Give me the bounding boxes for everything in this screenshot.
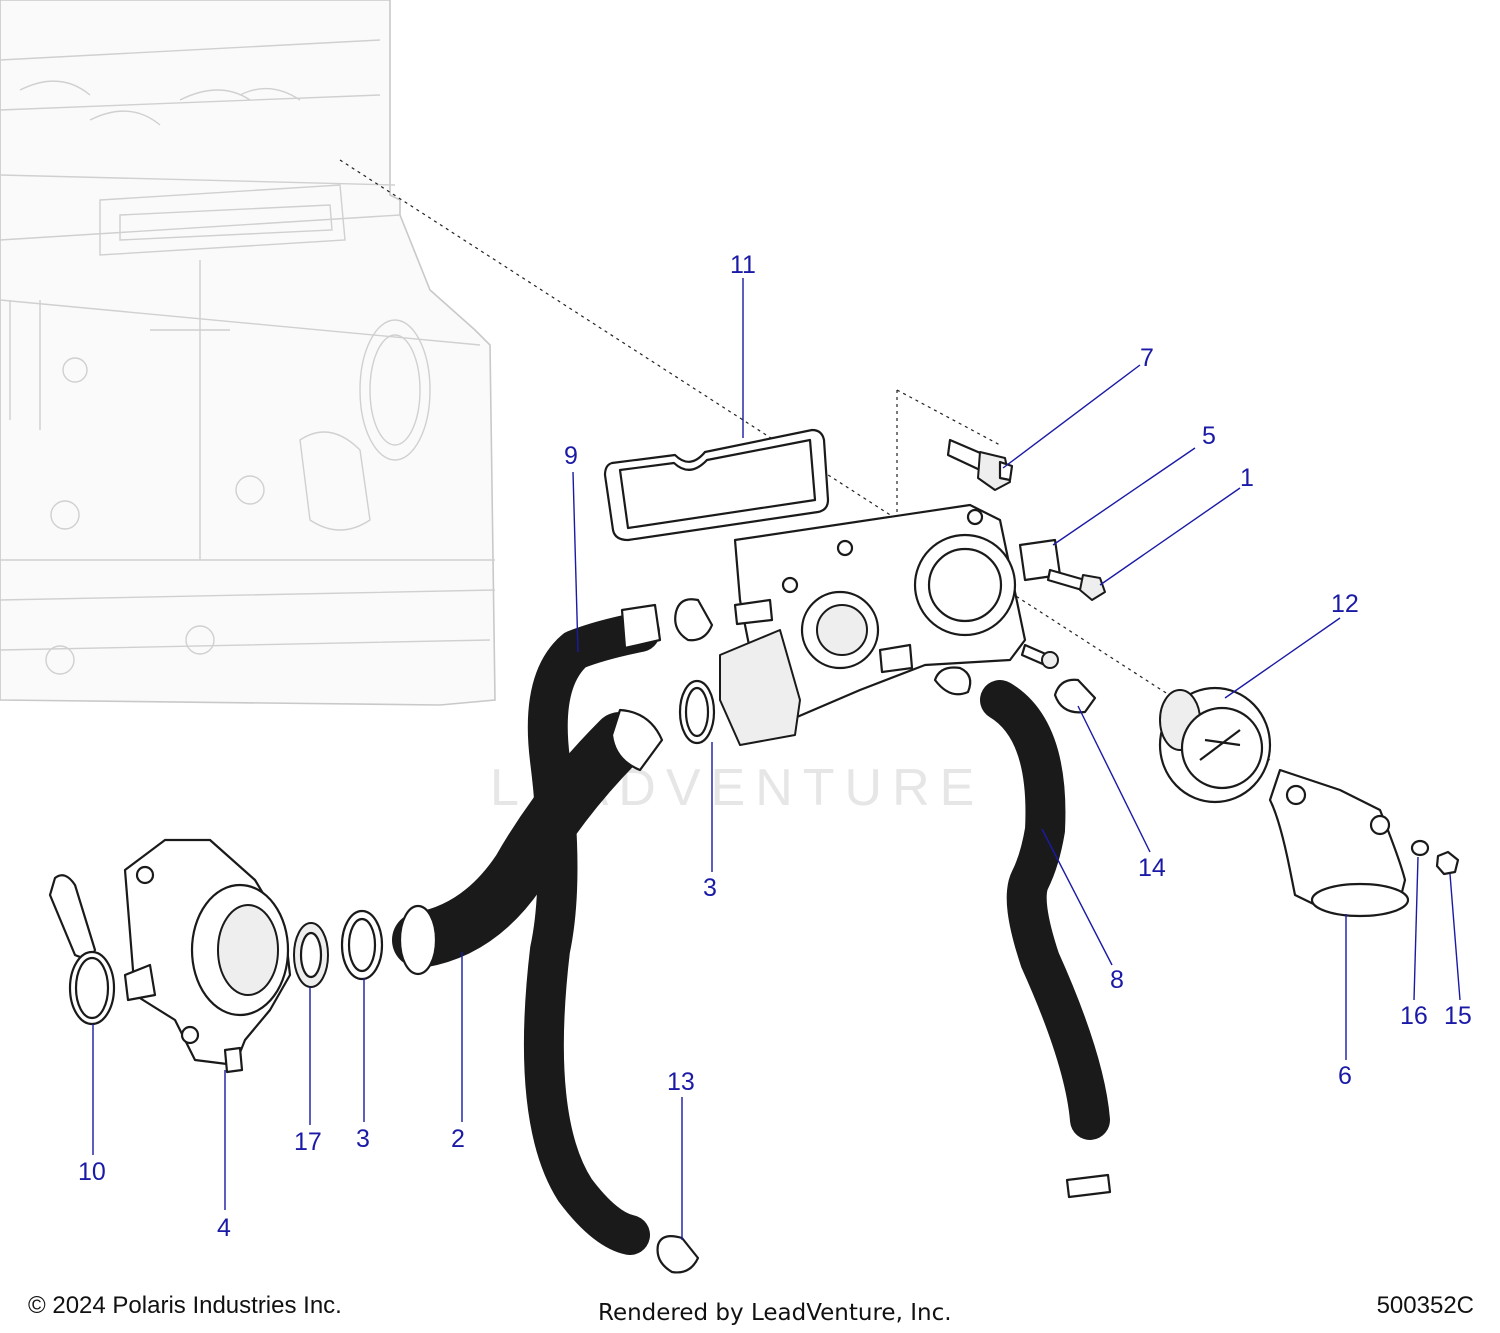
- callout-2[interactable]: 2: [451, 1125, 465, 1153]
- o-ring-part-3-upper[interactable]: [678, 679, 716, 745]
- callout-13[interactable]: 13: [667, 1068, 695, 1096]
- callout-5[interactable]: 5: [1202, 422, 1216, 450]
- copyright-text: © 2024 Polaris Industries Inc.: [28, 1292, 342, 1319]
- callout-6[interactable]: 6: [1338, 1062, 1352, 1090]
- callout-10[interactable]: 10: [78, 1158, 106, 1186]
- callout-14[interactable]: 14: [1138, 854, 1166, 882]
- callout-8[interactable]: 8: [1110, 966, 1124, 994]
- rendered-by-text: Rendered by LeadVenture, Inc.: [598, 1300, 952, 1326]
- callout-12[interactable]: 12: [1331, 590, 1359, 618]
- engine-block-ghost: [0, 0, 496, 706]
- callout-11[interactable]: 11: [730, 251, 756, 279]
- housing-bolts: [1020, 643, 1059, 669]
- water-pump-part-4[interactable]: [123, 838, 292, 1074]
- bolt-part-15[interactable]: [1435, 850, 1460, 876]
- diagram-id: 500352C: [1376, 1292, 1474, 1319]
- callout-7[interactable]: 7: [1140, 344, 1154, 372]
- callout-9[interactable]: 9: [564, 442, 578, 470]
- callout-17[interactable]: 17: [294, 1128, 322, 1156]
- seal-part-17[interactable]: [293, 922, 329, 988]
- callout-4[interactable]: 4: [217, 1214, 231, 1242]
- hose-part-9[interactable]: [523, 603, 662, 1255]
- leader-lines: [92, 278, 1461, 1240]
- hose-clamp-part-13[interactable]: [656, 1235, 700, 1274]
- callout-labels: 11 7 5 1 9 12 3 14 8 16 15 6 13 2 3 17 1…: [78, 251, 1472, 1242]
- callout-1[interactable]: 1: [1240, 464, 1254, 492]
- temperature-sensor-part-7[interactable]: [946, 438, 1014, 491]
- bolt-part-1[interactable]: [1046, 568, 1106, 601]
- thermostat-part-12[interactable]: [1158, 686, 1272, 804]
- pump-gasket-part-10[interactable]: [48, 874, 116, 1026]
- washer-part-16[interactable]: [1410, 839, 1430, 857]
- water-outlet-part-6[interactable]: [1268, 768, 1410, 918]
- hose-clamp-upper: [933, 666, 972, 696]
- callout-3-upper[interactable]: 3: [703, 874, 717, 902]
- o-ring-part-3-lower[interactable]: [340, 909, 384, 981]
- hose-clamp-near-9: [674, 598, 714, 642]
- callout-16[interactable]: 16: [1400, 1002, 1428, 1030]
- coolant-pipe-part-2[interactable]: [392, 708, 664, 976]
- thermostat-housing-part-5[interactable]: [719, 503, 1062, 746]
- hose-part-8[interactable]: [980, 680, 1112, 1199]
- hose-clamp-part-14[interactable]: [1053, 678, 1097, 714]
- gasket-part-11[interactable]: [603, 428, 830, 542]
- callout-15[interactable]: 15: [1444, 1002, 1472, 1030]
- callout-3-lower[interactable]: 3: [356, 1125, 370, 1153]
